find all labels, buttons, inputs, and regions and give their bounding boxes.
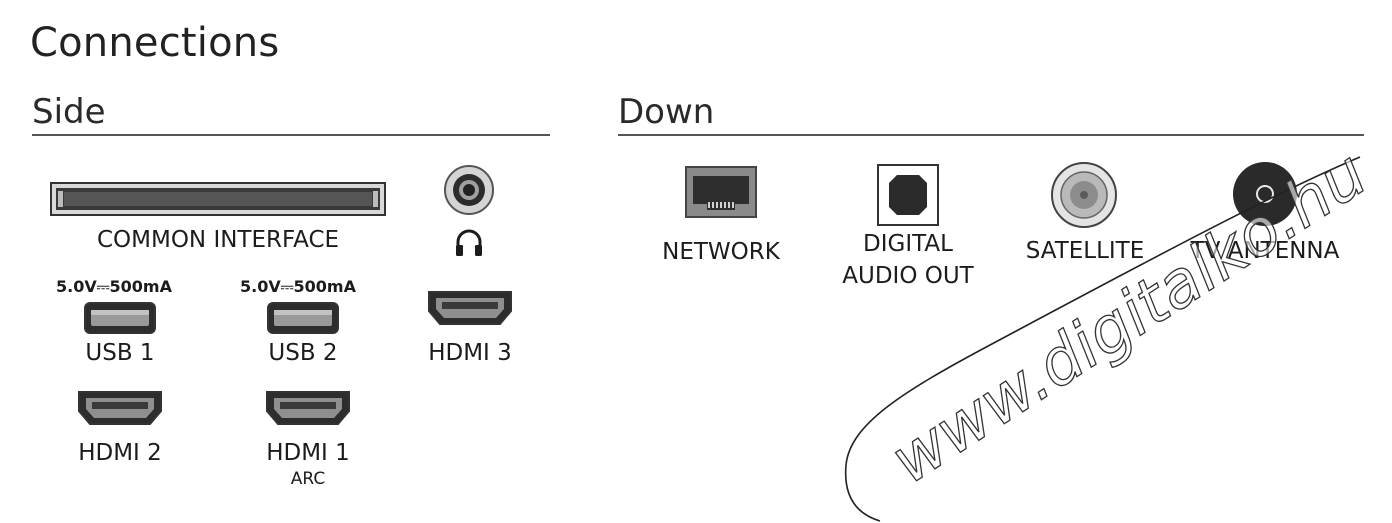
tv-antenna-label: TV ANTENNA: [1190, 238, 1340, 264]
page-title: Connections: [30, 20, 280, 66]
headphones-icon: [453, 226, 485, 258]
hdmi1-port-icon: [264, 389, 352, 427]
satellite-label: SATELLITE: [1025, 238, 1145, 264]
hdmi3-label: HDMI 3: [428, 340, 512, 366]
hdmi1-arc-label: ARC: [290, 469, 326, 489]
satellite-port-icon: [1050, 161, 1118, 229]
hdmi3-port-icon: [426, 289, 514, 327]
side-heading: Side: [32, 92, 106, 132]
usb1-power-label: 5.0V⎓500mA: [56, 277, 172, 296]
down-divider: [618, 134, 1364, 136]
down-heading: Down: [618, 92, 715, 132]
usb2-port-icon: [267, 302, 339, 334]
common-interface-label: COMMON INTERFACE: [96, 227, 340, 253]
usb2-label: USB 2: [268, 340, 338, 366]
side-divider: [32, 134, 550, 136]
ethernet-port-icon: [685, 166, 757, 218]
hdmi2-label: HDMI 2: [78, 440, 162, 466]
tv-antenna-port-icon: [1232, 161, 1298, 227]
svg-text:www.digitalko.hu: www.digitalko.hu: [878, 155, 1379, 498]
hdmi2-port-icon: [76, 389, 164, 427]
digital-audio-label-line2: AUDIO OUT: [842, 263, 974, 289]
usb1-port-icon: [84, 302, 156, 334]
digital-audio-label-line1: DIGITAL: [863, 231, 953, 257]
network-label: NETWORK: [662, 239, 780, 265]
usb1-label: USB 1: [85, 340, 155, 366]
headphone-jack-icon: [443, 164, 495, 216]
usb2-power-label: 5.0V⎓500mA: [240, 277, 356, 296]
hdmi1-label: HDMI 1: [266, 440, 350, 466]
optical-port-icon: [877, 164, 939, 226]
common-interface-slot-icon: [50, 182, 386, 216]
